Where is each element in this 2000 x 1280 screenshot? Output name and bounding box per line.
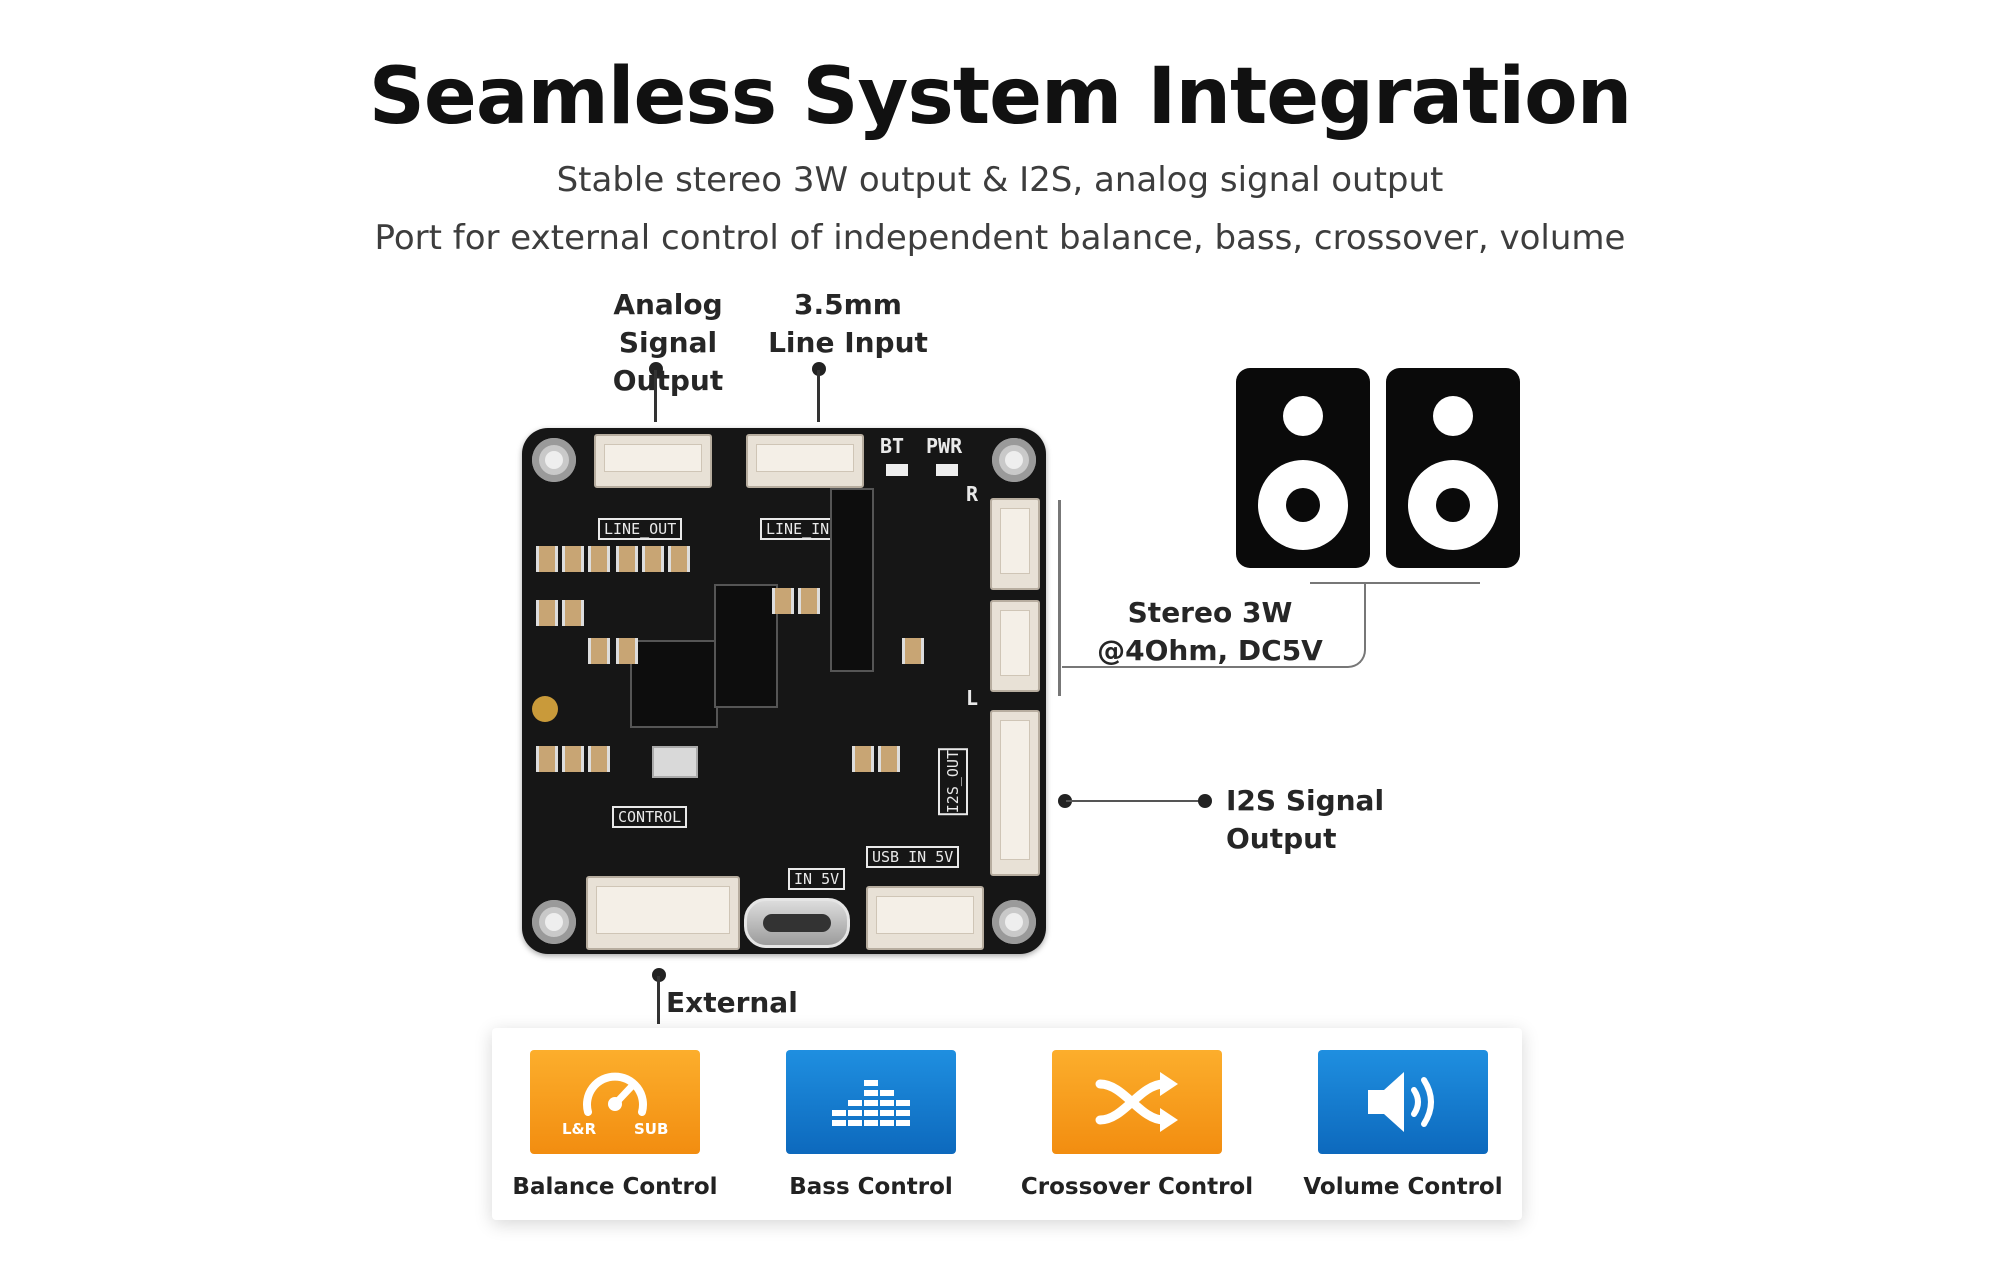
control-connector bbox=[586, 876, 740, 950]
smd-capacitor bbox=[536, 746, 558, 772]
smd-capacitor bbox=[852, 746, 874, 772]
smd-capacitor bbox=[588, 638, 610, 664]
speaker-left-icon bbox=[1386, 368, 1520, 568]
balance-control-label: Balance Control bbox=[512, 1174, 718, 1200]
right-speaker-connector bbox=[990, 498, 1040, 590]
smd-capacitor bbox=[536, 600, 558, 626]
i2s-out-silk: I2S_OUT bbox=[938, 748, 968, 816]
balance-control-tile: L&R SUB bbox=[530, 1050, 700, 1154]
smd-capacitor bbox=[616, 546, 638, 572]
stereo-output-label: Stereo 3W@4Ohm, DC5V bbox=[1097, 596, 1323, 667]
usb-c-port bbox=[744, 898, 850, 948]
bt-label: BT bbox=[880, 434, 905, 458]
line-out-connector bbox=[594, 434, 712, 488]
smd-capacitor bbox=[562, 600, 584, 626]
speaker-underline bbox=[1310, 582, 1480, 584]
external-control-leader bbox=[657, 976, 660, 1024]
smd-capacitor bbox=[902, 638, 924, 664]
line-in-connector bbox=[746, 434, 864, 488]
mount-hole bbox=[532, 438, 576, 482]
analog-output-leader bbox=[654, 370, 657, 422]
bass-control-label: Bass Control bbox=[789, 1174, 953, 1200]
subtitle-output: Stable stereo 3W output & I2S, analog si… bbox=[556, 160, 1444, 200]
line-out-silk: LINE_OUT bbox=[598, 518, 683, 540]
smd-capacitor bbox=[616, 638, 638, 664]
smd-capacitor bbox=[588, 546, 610, 572]
mount-hole bbox=[992, 438, 1036, 482]
speaker-right-icon bbox=[1236, 368, 1370, 568]
stereo-leader bbox=[1062, 582, 1366, 668]
analog-output-pointer bbox=[649, 362, 663, 376]
balance-sub-text: SUB bbox=[634, 1120, 669, 1138]
pwr-label: PWR bbox=[926, 434, 963, 458]
antenna-pad bbox=[532, 696, 558, 722]
mount-hole bbox=[532, 900, 576, 944]
page-title: Seamless System Integration bbox=[368, 52, 1633, 142]
usb-in-silk: USB IN 5V bbox=[866, 846, 960, 868]
crossover-control-label: Crossover Control bbox=[1020, 1174, 1254, 1200]
equalizer-icon bbox=[832, 1080, 910, 1126]
left-speaker-connector bbox=[990, 600, 1040, 692]
smd-capacitor bbox=[642, 546, 664, 572]
shuffle-icon bbox=[1095, 1072, 1178, 1132]
amp-driver-chip bbox=[830, 488, 874, 672]
smd-capacitor bbox=[562, 746, 584, 772]
balance-lr-text: L&R bbox=[562, 1120, 597, 1138]
left-channel-mark: L bbox=[966, 686, 979, 710]
crystal-oscillator bbox=[652, 746, 698, 778]
volume-control-label: Volume Control bbox=[1303, 1174, 1503, 1200]
smd-capacitor bbox=[588, 746, 610, 772]
smd-capacitor bbox=[798, 588, 820, 614]
amplifier-board: BT PWR LINE_OUT LINE_IN CONTROL USB IN 5… bbox=[522, 428, 1046, 954]
amp-chip bbox=[714, 584, 778, 708]
line-input-leader bbox=[817, 370, 820, 422]
line-in-silk: LINE_IN bbox=[760, 518, 836, 540]
right-channel-mark: R bbox=[966, 482, 979, 506]
smd-capacitor bbox=[562, 546, 584, 572]
i2s-leader bbox=[1066, 800, 1204, 802]
usb-in-connector bbox=[866, 886, 984, 950]
i2s-pointer-start bbox=[1058, 794, 1072, 808]
subtitle-port: Port for external control of independent… bbox=[374, 218, 1626, 258]
pwr-led bbox=[936, 464, 958, 476]
smd-capacitor bbox=[536, 546, 558, 572]
gauge-icon bbox=[583, 1072, 647, 1116]
bt-led bbox=[886, 464, 908, 476]
mount-hole bbox=[992, 900, 1036, 944]
smd-capacitor bbox=[878, 746, 900, 772]
i2s-pointer-end bbox=[1198, 794, 1212, 808]
i2s-connector bbox=[990, 710, 1040, 876]
volume-control-tile bbox=[1318, 1050, 1488, 1154]
dsp-chip bbox=[630, 640, 718, 728]
smd-capacitor bbox=[668, 546, 690, 572]
line-input-pointer bbox=[812, 362, 826, 376]
external-control-pointer bbox=[652, 968, 666, 982]
control-silk: CONTROL bbox=[612, 806, 688, 828]
in-5v-silk: IN 5V bbox=[788, 868, 846, 890]
crossover-control-tile bbox=[1052, 1050, 1222, 1154]
bass-control-tile bbox=[786, 1050, 956, 1154]
speaker-volume-icon bbox=[1368, 1072, 1434, 1132]
control-panel: L&R SUB Balance Control Bass Control Cro… bbox=[492, 1028, 1522, 1220]
smd-capacitor bbox=[772, 588, 794, 614]
i2s-output-label: I2S Signal Output bbox=[1226, 784, 1385, 855]
speaker-bracket bbox=[1058, 500, 1061, 696]
